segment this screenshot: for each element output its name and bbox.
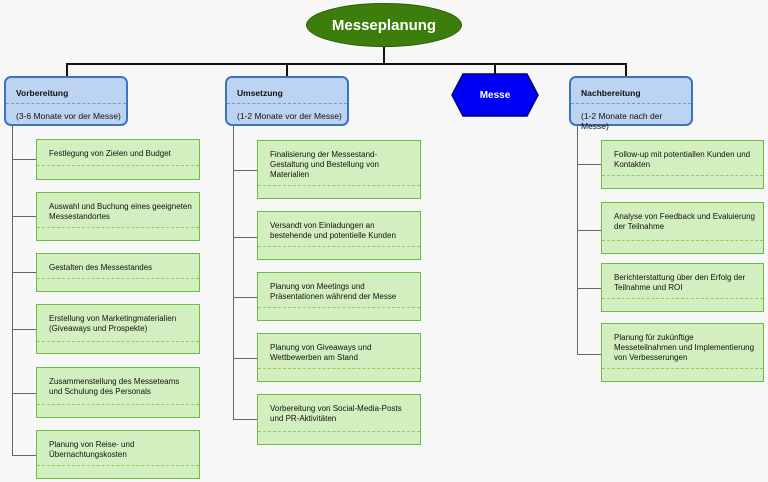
phase-divider: [6, 103, 126, 104]
phase-node-umsetzung[interactable]: Umsetzung (1-2 Monate vor der Messe): [225, 76, 349, 126]
task-label: Erstellung von Marketingmaterialien (Giv…: [49, 314, 177, 333]
phase-divider: [571, 103, 691, 104]
task-node[interactable]: Analyse von Feedback und Evaluierung der…: [601, 202, 764, 254]
task-divider: [602, 298, 763, 299]
task-node[interactable]: Planung von Giveaways und Wettbewerben a…: [257, 333, 421, 382]
task-label: Planung von Meetings und Präsentationen …: [270, 282, 397, 301]
task-divider: [37, 404, 199, 405]
phase-title: Nachbereitung: [581, 88, 641, 98]
task-divider: [602, 240, 763, 241]
phase-subtitle: (1-2 Monate nach der Messe): [581, 111, 663, 131]
phase-connector: [66, 63, 68, 76]
task-node[interactable]: Auswahl und Buchung eines geeigneten Mes…: [36, 192, 200, 241]
task-label: Analyse von Feedback und Evaluierung der…: [614, 212, 755, 231]
phase-title: Vorbereitung: [16, 88, 69, 98]
task-node[interactable]: Planung von Meetings und Präsentationen …: [257, 272, 421, 321]
phase-node-messe[interactable]: Messe: [451, 73, 539, 117]
task-label: Festlegung von Zielen und Budget: [49, 149, 171, 158]
task-label: Planung für zukünftige Messeteilnahmen u…: [614, 333, 755, 362]
task-node[interactable]: Berichterstattung über den Erfolg der Te…: [601, 263, 764, 312]
task-divider: [258, 431, 420, 432]
task-divider: [37, 465, 199, 466]
task-divider: [602, 368, 763, 369]
task-branch: [233, 358, 257, 359]
task-node[interactable]: Gestalten des Messestandes: [36, 253, 200, 292]
hexagon-shape: [451, 73, 539, 117]
task-divider: [258, 246, 420, 247]
task-branch: [12, 159, 36, 160]
task-branch: [577, 288, 601, 289]
task-label: Berichterstattung über den Erfolg der Te…: [614, 273, 746, 292]
task-node[interactable]: Versandt von Einladungen an bestehende u…: [257, 211, 421, 260]
phase-title: Umsetzung: [237, 88, 283, 98]
phase-connector: [494, 63, 496, 76]
phase-subtitle: (3-6 Monate vor der Messe): [16, 111, 121, 121]
task-divider: [602, 175, 763, 176]
task-label: Vorbereitung von Social-Media-Posts und …: [270, 404, 402, 423]
task-divider: [258, 368, 420, 369]
task-divider: [37, 165, 199, 166]
task-label: Gestalten des Messestandes: [49, 263, 153, 272]
task-branch: [12, 329, 36, 330]
task-divider: [258, 307, 420, 308]
task-divider: [37, 278, 199, 279]
phase-divider: [227, 103, 347, 104]
task-node[interactable]: Planung von Reise- und Übernachtungskost…: [36, 430, 200, 479]
task-branch: [12, 216, 36, 217]
phase-node-vorbereitung[interactable]: Vorbereitung (3-6 Monate vor der Messe): [4, 76, 128, 126]
task-label: Auswahl und Buchung eines geeigneten Mes…: [49, 202, 192, 221]
task-branch: [577, 354, 601, 355]
task-branch: [233, 419, 257, 420]
task-trunk: [577, 126, 578, 355]
task-label: Follow-up mit potentiallen Kunden und Ko…: [614, 150, 751, 169]
task-node[interactable]: Zusammenstellung des Messeteams und Schu…: [36, 367, 200, 418]
task-trunk: [12, 126, 13, 456]
task-node[interactable]: Festlegung von Zielen und Budget: [36, 139, 200, 180]
task-branch: [577, 230, 601, 231]
task-branch: [233, 237, 257, 238]
task-divider: [37, 227, 199, 228]
phase-connector: [625, 63, 627, 76]
phase-connector: [286, 63, 288, 76]
task-branch: [12, 393, 36, 394]
task-divider: [37, 341, 199, 342]
task-node[interactable]: Finalisierung der Messestand-Gestaltung …: [257, 140, 421, 199]
task-branch: [233, 170, 257, 171]
root-connector: [383, 47, 385, 64]
task-divider: [258, 185, 420, 186]
task-node[interactable]: Follow-up mit potentiallen Kunden und Ko…: [601, 140, 764, 189]
task-label: Zusammenstellung des Messeteams und Schu…: [49, 377, 180, 396]
task-node[interactable]: Vorbereitung von Social-Media-Posts und …: [257, 394, 421, 445]
phase-node-nachbereitung[interactable]: Nachbereitung (1-2 Monate nach der Messe…: [569, 76, 693, 131]
task-node[interactable]: Planung für zukünftige Messeteilnahmen u…: [601, 323, 764, 382]
task-branch: [12, 455, 36, 456]
task-branch: [577, 164, 601, 165]
task-label: Planung von Giveaways und Wettbewerben a…: [270, 343, 372, 362]
task-branch: [233, 297, 257, 298]
phase-title: Messe: [479, 89, 511, 101]
phase-subtitle: (1-2 Monate vor der Messe): [237, 111, 342, 121]
task-label: Finalisierung der Messestand-Gestaltung …: [270, 150, 379, 179]
root-node[interactable]: Messeplanung: [306, 3, 462, 47]
task-node[interactable]: Erstellung von Marketingmaterialien (Giv…: [36, 304, 200, 354]
task-label: Planung von Reise- und Übernachtungskost…: [49, 440, 135, 459]
horizontal-connector: [66, 63, 626, 65]
task-branch: [12, 272, 36, 273]
task-label: Versandt von Einladungen an bestehende u…: [270, 221, 396, 240]
task-trunk: [233, 126, 234, 419]
